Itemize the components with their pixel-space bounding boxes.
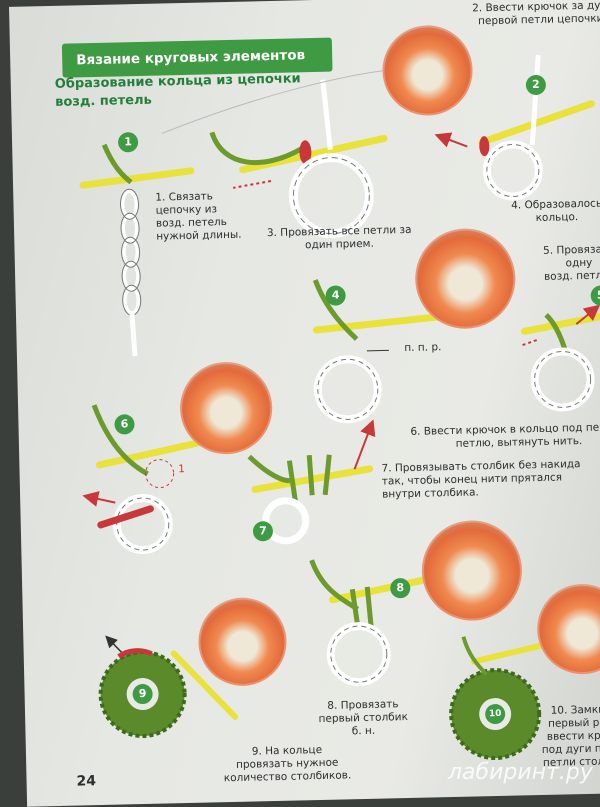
caption-step-1: 1. Связать цепочку из возд. петель нужно… [155, 190, 242, 243]
page-subtitle: Образование кольца из цепочки возд. пете… [54, 71, 301, 110]
watermark: лабиринт.ру [448, 760, 593, 785]
illustration-step-3 [161, 67, 421, 239]
caption-step-6: 6. Ввести крючок в кольцо под первую пет… [410, 420, 600, 450]
page-number: 24 [76, 773, 97, 790]
label-ppr: п. п. р. [404, 341, 442, 355]
illustrations [79, 54, 600, 761]
illustration-step-4 [434, 54, 595, 201]
illustration-step-10 [449, 636, 547, 761]
book-page: Вязание круговых элементов Образование к… [9, 0, 600, 807]
caption-step-4: 4. Образовалось кольцо. [511, 197, 600, 225]
caption-step-7: 7. Провязывать столбик без накида так, ч… [381, 458, 581, 501]
marker-label-1: 1 [178, 463, 186, 476]
caption-step-5: 5. Провязать одну возд. петлю. [542, 243, 600, 283]
caption-step-2: 2. Ввести крючок за дугу первой петли це… [472, 0, 600, 28]
illustration-step-1 [79, 143, 195, 357]
caption-step-3: 3. Провязать все петли за один прием. [266, 223, 412, 252]
illustration-step-5 [520, 304, 600, 412]
caption-step-8: 8. Провязать первый столбик б. н. [318, 698, 408, 738]
caption-step-9: 9. На кольце провязать нужное количество… [223, 743, 352, 785]
illustration-step-7 [247, 419, 376, 545]
